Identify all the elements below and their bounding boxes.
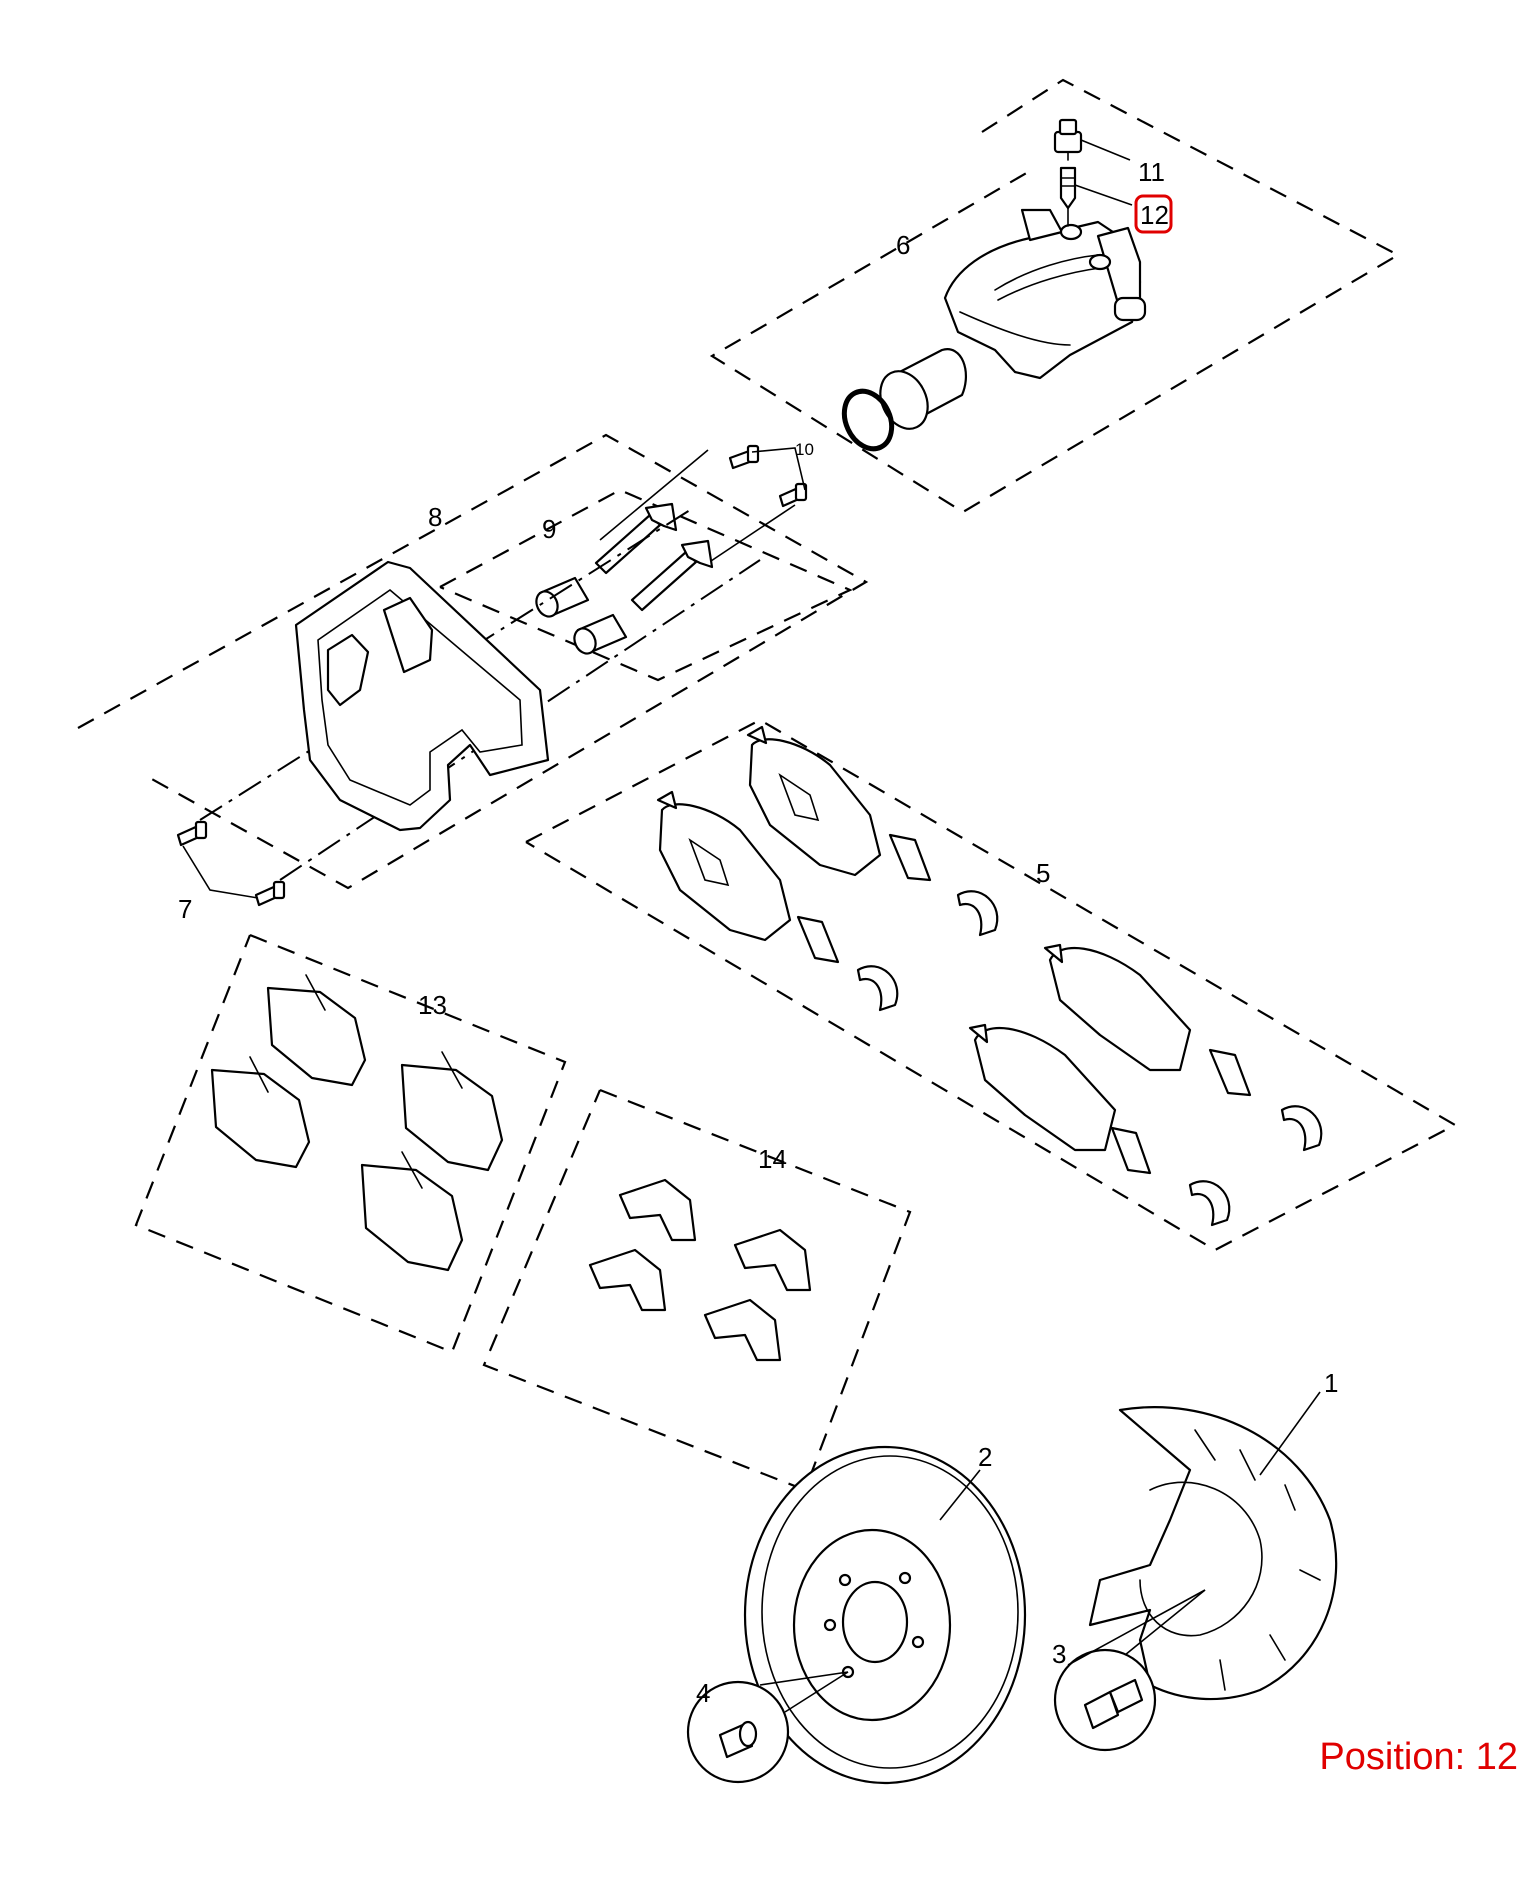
caliper-bolt-upper <box>728 444 760 470</box>
brake-pad-outer-a <box>1043 943 1192 1072</box>
spring-clip-c <box>1280 1105 1323 1152</box>
clip-set-clip-4 <box>703 1298 782 1362</box>
callout-5[interactable]: 5 <box>1036 858 1050 888</box>
pad-clip-d <box>1110 1126 1152 1175</box>
callout-8[interactable]: 8 <box>428 502 442 532</box>
spring-clip-b <box>856 965 899 1012</box>
brake-pad-inner-b <box>746 725 882 877</box>
caliper-piston <box>879 348 967 430</box>
guide-pin-lower <box>630 539 714 612</box>
callout-4[interactable]: 4 <box>696 1678 710 1708</box>
carrier-bracket <box>294 560 550 832</box>
pad-set-frame <box>134 933 567 1354</box>
carrier-group <box>77 433 869 907</box>
caliper-group <box>709 78 1401 514</box>
pad-clip-c <box>1208 1048 1252 1097</box>
piston-seal <box>841 388 895 452</box>
disc-screw-detail <box>686 1671 849 1784</box>
callout-11[interactable]: 11 <box>1138 157 1165 187</box>
callout-2[interactable]: 2 <box>978 1442 992 1472</box>
carrier-bolt-upper <box>176 820 208 847</box>
pad-set-group <box>134 933 567 1354</box>
clip-set-clip-1 <box>618 1178 697 1242</box>
pad-set-pad-2 <box>210 1056 311 1169</box>
callout-leaders <box>939 139 1321 1521</box>
spring-clip-a <box>956 890 999 937</box>
caliper-bolt-lower <box>778 482 808 508</box>
pad-clip-a <box>888 833 932 882</box>
pad-set-pad-3 <box>400 1051 504 1172</box>
callout-1[interactable]: 1 <box>1324 1368 1338 1398</box>
caliper-housing <box>943 207 1147 380</box>
callout-14[interactable]: 14 <box>758 1144 787 1174</box>
highlight-box-callout-12 <box>1134 194 1173 234</box>
splash-shield <box>1088 1406 1338 1701</box>
position-label: Position: 12 <box>1319 1736 1518 1778</box>
guide-bushing-lower <box>573 613 628 655</box>
guide-pin-frame <box>439 488 853 682</box>
pad-set-pad-1 <box>266 974 367 1087</box>
clip-set-clip-3 <box>733 1228 812 1292</box>
pad-set-pad-4 <box>360 1151 464 1272</box>
pad-kit-frame <box>525 718 1458 1252</box>
clip-set-group <box>482 1088 912 1492</box>
pad-kit-group <box>525 718 1458 1252</box>
bleeder-screw <box>1059 166 1077 210</box>
brake-pad-inner-a <box>656 790 792 942</box>
callout-10[interactable]: 10 <box>795 440 814 459</box>
callout-7[interactable]: 7 <box>178 894 192 924</box>
guide-bushing-upper <box>535 576 590 618</box>
pad-clip-b <box>796 915 840 964</box>
caliper-group-frame <box>709 78 1401 514</box>
callout-13[interactable]: 13 <box>418 990 447 1020</box>
shield-bolt-detail <box>1053 1589 1206 1752</box>
clip-set-clip-2 <box>588 1248 667 1312</box>
guide-pin-group <box>439 444 853 682</box>
spring-clip-d <box>1188 1180 1231 1227</box>
brake-disc <box>743 1445 1027 1785</box>
carrier-frame <box>77 433 869 890</box>
clip-set-frame <box>482 1088 912 1492</box>
brake-pad-outer-b <box>968 1023 1117 1152</box>
callout-3[interactable]: 3 <box>1052 1639 1066 1669</box>
carrier-bolt-lower <box>254 880 286 907</box>
callout-12[interactable]: 12 <box>1140 200 1169 230</box>
bleeder-cap <box>1053 118 1083 161</box>
callout-6[interactable]: 6 <box>896 230 910 260</box>
callout-9[interactable]: 9 <box>542 514 556 544</box>
